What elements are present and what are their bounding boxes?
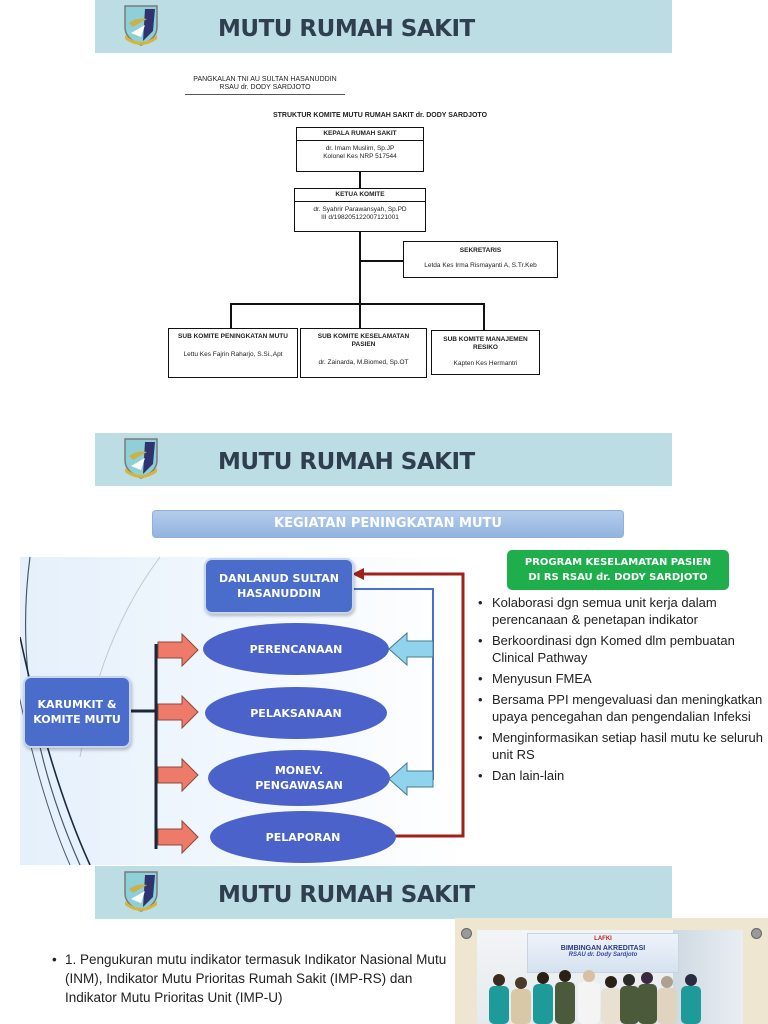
connector (359, 231, 361, 303)
connector (359, 303, 361, 328)
org-node-detail: Kolonel Kes NRP 517544 (323, 153, 397, 160)
photo-banner-text: BIMBINGAN AKREDITASI (560, 945, 646, 952)
node-karumkit: KARUMKIT & KOMITE MUTU (23, 676, 131, 748)
air-force-crest-icon (124, 871, 158, 912)
bullet-icon: • (478, 768, 483, 783)
org-header: PANGKALAN TNI AU SULTAN HASANUDDIN RSAU … (180, 76, 350, 92)
org-header-line1: PANGKALAN TNI AU SULTAN HASANUDDIN (193, 76, 337, 83)
step-monev-pengawasan: MONEV. PENGAWASAN (208, 750, 390, 806)
org-node-ketua: KETUA KOMITE dr. Syahrir Parawansyah, Sp… (294, 188, 426, 232)
org-node-name: dr. Imam Muslim, Sp.JP (325, 145, 395, 152)
slide2-banner: MUTU RUMAH SAKIT (95, 433, 672, 486)
list-item-text: 1. Pengukuran mutu indikator termasuk In… (65, 952, 447, 1005)
connector (360, 260, 403, 262)
bullet-icon: • (478, 633, 483, 648)
program-title-line1: PROGRAM KESELAMATAN PASIEN (524, 557, 712, 568)
list-item-text: Menyusun FMEA (492, 671, 592, 686)
org-node-sub-peningkatan-mutu: SUB KOMITE PENINGKATAN MUTU Lettu Kes Fa… (168, 328, 298, 378)
org-node-role: SUB KOMITE KESELAMATAN PASIEN (317, 333, 410, 348)
list-item: • Menyusun FMEA (478, 670, 763, 687)
photo-banner: LAFKI BIMBINGAN AKREDITASI RSAU dr. Dody… (527, 933, 679, 973)
org-node-name: dr. Syahrir Parawansyah, Sp.PD (313, 206, 407, 213)
header-underline (185, 94, 345, 95)
list-item-text: Berkoordinasi dgn Komed dlm pembuatan Cl… (492, 633, 735, 665)
org-node-name: Lettu Kes Fajrin Raharjo, S.Si.,Apt (183, 351, 283, 358)
list-item: • Dan lain-lain (478, 767, 763, 784)
photo-image: LAFKI BIMBINGAN AKREDITASI RSAU dr. Dody… (477, 930, 743, 1024)
air-force-crest-icon (124, 438, 158, 479)
org-node-name: dr. Zainarda, M.Biomed, Sp.OT (318, 359, 409, 366)
photo-banner-sub: RSAU dr. Dody Sardjoto (568, 952, 638, 958)
org-node-role: SEKRETARIS (459, 247, 502, 254)
connector (230, 303, 484, 305)
slide-title: MUTU RUMAH SAKIT (218, 16, 475, 42)
list-item-text: Kolaborasi dgn semua unit kerja dalam pe… (492, 595, 717, 627)
list-item: • 1. Pengukuran mutu indikator termasuk I… (52, 950, 452, 1007)
org-node-role: KEPALA RUMAH SAKIT (297, 128, 423, 141)
program-title: PROGRAM KESELAMATAN PASIEN DI RS RSAU dr… (507, 550, 729, 590)
arrow-left-icon (388, 761, 434, 797)
list-item: • Menginformasikan setiap hasil mutu ke s… (478, 729, 763, 763)
org-node-name: Kapten Kes Hermantri (453, 360, 518, 367)
air-force-crest-icon (124, 5, 158, 46)
connector (359, 172, 361, 188)
org-node-role: SUB KOMITE PENINGKATAN MUTU (178, 333, 288, 340)
arrow-right-icon (157, 757, 199, 793)
program-title-line2: DI RS RSAU dr. DODY SARDJOTO (528, 572, 708, 583)
org-node-sub-keselamatan-pasien: SUB KOMITE KESELAMATAN PASIEN dr. Zainar… (300, 328, 427, 378)
org-node-sekretaris: SEKRETARIS Letda Kes Irma Rismayanti A, … (403, 241, 558, 278)
step-pelaksanaan: PELAKSANAAN (205, 687, 387, 739)
list-item-text: Dan lain-lain (492, 768, 565, 783)
node-danlanud: DANLANUD SULTAN HASANUDDIN (204, 558, 354, 614)
bullet-icon: • (52, 952, 57, 967)
decorative-curve (20, 636, 91, 865)
arrow-right-icon (157, 694, 199, 730)
diagram-connectors (20, 557, 465, 865)
arrow-head-red (352, 568, 364, 580)
program-list: • Kolaborasi dgn semua unit kerja dalam p… (478, 594, 763, 788)
list-item: • Bersama PPI mengevaluasi dan meningkatk… (478, 691, 763, 725)
connector (483, 303, 485, 330)
bullet-icon: • (478, 692, 483, 707)
org-node-role: KETUA KOMITE (295, 189, 425, 202)
accreditation-photo: LAFKI BIMBINGAN AKREDITASI RSAU dr. Dody… (455, 918, 768, 1024)
org-node-role: SUB KOMITE MANAJEMEN RESIKO (443, 336, 528, 351)
slide-title: MUTU RUMAH SAKIT (218, 882, 475, 908)
bullet-icon: • (478, 671, 483, 686)
section-title: KEGIATAN PENINGKATAN MUTU (152, 510, 624, 538)
list-item-text: Bersama PPI mengevaluasi dan meningkatka… (492, 692, 763, 724)
arrow-right-icon (157, 819, 199, 855)
pin-icon (751, 928, 762, 939)
reporting-line-red (360, 572, 465, 838)
arrow-left-icon (388, 631, 434, 667)
slide1-banner: MUTU RUMAH SAKIT (95, 0, 672, 53)
org-node-sub-manajemen-resiko: SUB KOMITE MANAJEMEN RESIKO Kapten Kes H… (431, 330, 540, 375)
org-node-name: Letda Kes Irma Rismayanti A, S.Tr.Keb (424, 262, 537, 269)
slide-title: MUTU RUMAH SAKIT (218, 449, 475, 475)
bullet-icon: • (478, 595, 483, 610)
quality-activity-diagram: DANLANUD SULTAN HASANUDDIN KARUMKIT & KO… (20, 557, 466, 865)
slide3-banner: MUTU RUMAH SAKIT (95, 866, 672, 919)
photo-people (489, 970, 701, 1024)
photo-banner-brand: LAFKI (594, 936, 612, 942)
org-node-kepala: KEPALA RUMAH SAKIT dr. Imam Muslim, Sp.J… (296, 127, 424, 172)
bullet-icon: • (478, 730, 483, 745)
list-item-text: Menginformasikan setiap hasil mutu ke se… (492, 730, 763, 762)
step-arrows (157, 631, 434, 855)
connector (230, 303, 232, 328)
org-header-line2: RSAU dr. DODY SARDJOTO (219, 84, 311, 91)
pin-icon (461, 928, 472, 939)
step-pelaporan: PELAPORAN (210, 811, 396, 863)
list-item: • Berkoordinasi dgn Komed dlm pembuatan C… (478, 632, 763, 666)
org-node-detail: III d/198205122007121001 (321, 214, 399, 221)
list-item: • Kolaborasi dgn semua unit kerja dalam p… (478, 594, 763, 628)
org-chart-title: STRUKTUR KOMITE MUTU RUMAH SAKIT dr. DOD… (272, 112, 488, 119)
decorative-curve (20, 697, 71, 865)
arrow-right-icon (157, 632, 199, 668)
step-perencanaan: PERENCANAAN (203, 623, 389, 675)
indicator-list: • 1. Pengukuran mutu indikator termasuk I… (52, 950, 452, 1007)
